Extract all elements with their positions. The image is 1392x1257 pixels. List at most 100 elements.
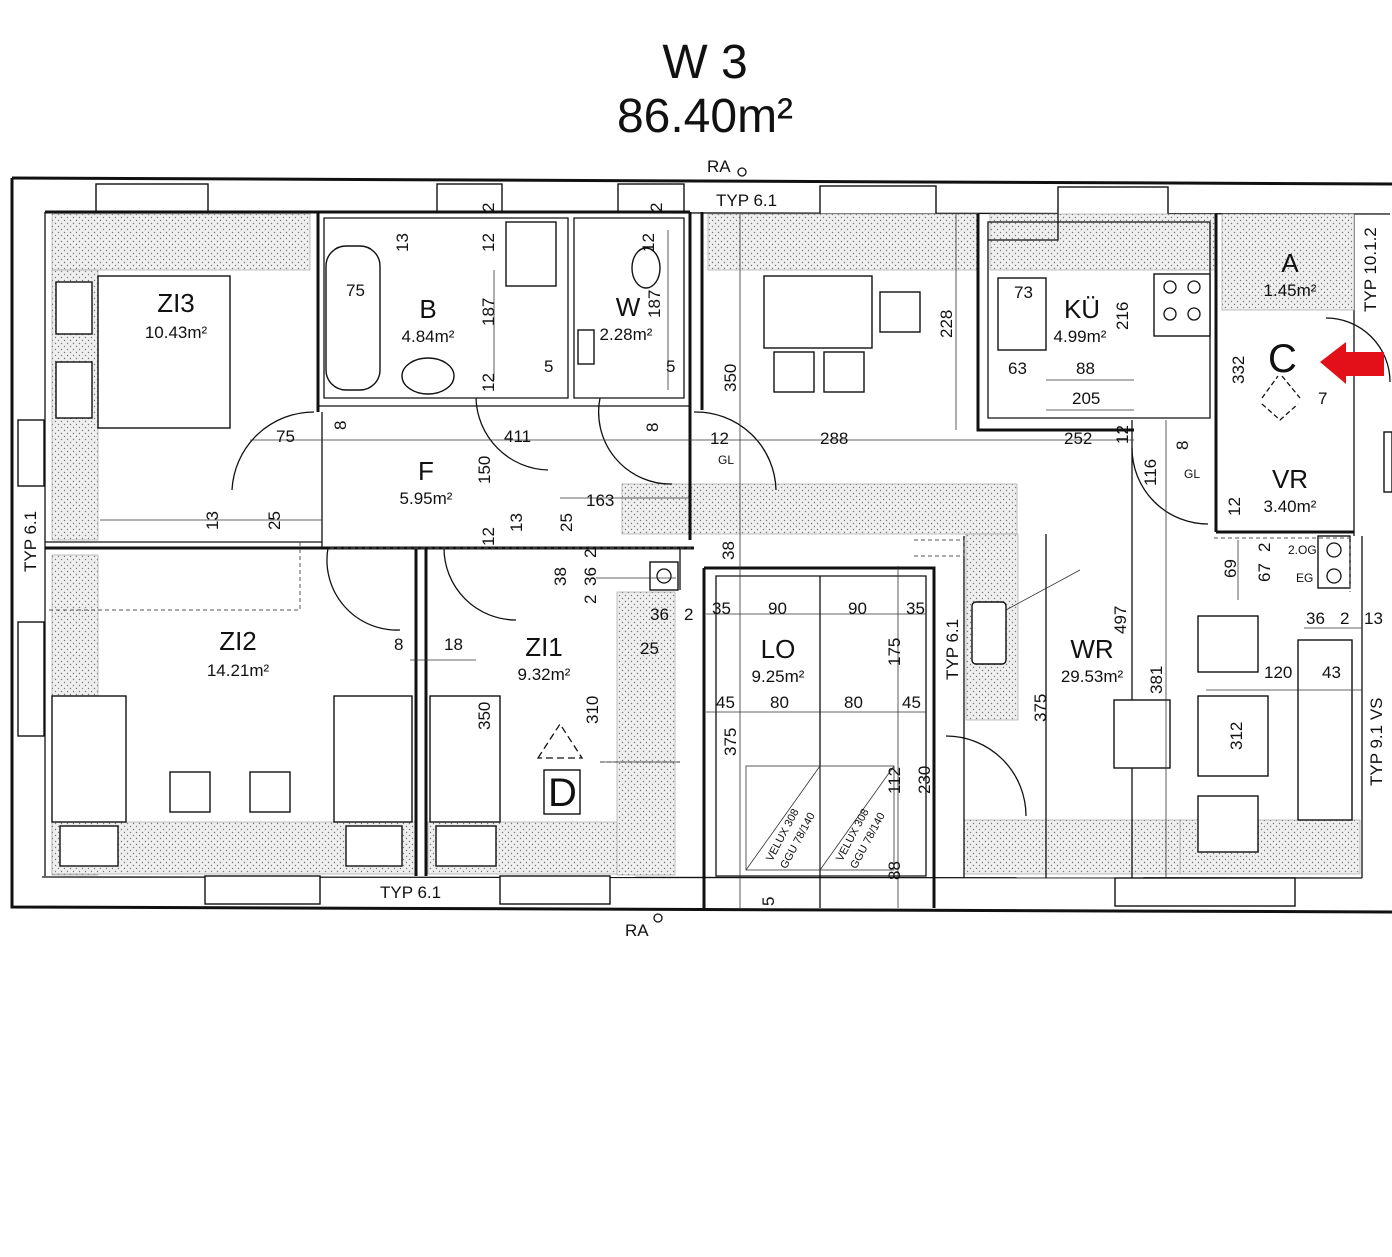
kitchen-sink — [997, 277, 1047, 351]
dim-label: 150 — [475, 456, 494, 484]
toilet-w — [631, 247, 661, 289]
room-f-area: 5.95m² — [400, 489, 453, 508]
bed-zi2-left — [51, 695, 127, 823]
dim-label: 36 — [581, 567, 600, 586]
dim-label: 36 — [650, 605, 669, 624]
room-f-code: F — [418, 456, 434, 486]
dim-label: 35 — [712, 599, 731, 618]
skylights: VELUX 308 GGU 78/140 VELUX 308 GGU 78/14… — [745, 765, 895, 871]
dim-label: 375 — [1031, 694, 1050, 722]
room-w-code: W — [616, 292, 641, 322]
dim-label: 116 — [1141, 459, 1160, 486]
bed-zi3 — [97, 275, 231, 429]
dim-label: 175 — [885, 638, 904, 666]
cooktop — [1153, 273, 1211, 337]
ra-symbol-top — [737, 167, 747, 177]
chimney-flue — [649, 561, 679, 591]
dim-label: 228 — [937, 310, 956, 338]
dim-label: 13 — [393, 233, 412, 252]
dim-label: 5 — [666, 357, 675, 376]
gl-label-1: GL — [718, 453, 734, 467]
dim-label: 2 — [581, 549, 600, 558]
room-a-code: A — [1281, 248, 1299, 278]
dim-label: 38 — [551, 567, 570, 586]
dim-label: 2 — [684, 605, 693, 624]
dim-label: 497 — [1111, 606, 1130, 634]
unit-area: 86.40m² — [617, 90, 793, 143]
dim-label: 230 — [915, 766, 934, 794]
room-labels: ZI3 10.43m² B 4.84m² W 2.28m² KÜ 4.99m² … — [145, 248, 1317, 686]
bathtub — [325, 245, 381, 391]
dim-label: 312 — [1227, 722, 1246, 750]
room-zi1-area: 9.32m² — [518, 665, 571, 684]
room-vr-code: VR — [1272, 464, 1308, 494]
dim-label: 120 — [1264, 663, 1292, 682]
dim-label: 35 — [906, 599, 925, 618]
room-b-code: B — [419, 294, 436, 324]
dim-label: 69 — [1221, 559, 1240, 578]
room-b-area: 4.84m² — [402, 327, 455, 346]
dim-label: 2 — [647, 203, 666, 212]
dim-label: 350 — [721, 364, 740, 392]
dim-label: 25 — [265, 511, 284, 530]
dim-label: 36 — [1306, 609, 1325, 628]
dim-label: 80 — [844, 693, 863, 712]
sofa — [1297, 639, 1353, 821]
doors — [231, 317, 1391, 817]
dim-label: 2 — [479, 203, 498, 212]
dim-label: 216 — [1113, 302, 1132, 330]
dim-label: 12 — [479, 527, 498, 546]
dim-label: 13 — [1364, 609, 1383, 628]
dim-label: 411 — [504, 427, 531, 446]
room-zi2-code: ZI2 — [219, 626, 257, 656]
dimension-lines — [100, 214, 1362, 908]
dim-label: 163 — [586, 491, 614, 510]
dim-label: 112 — [885, 767, 904, 794]
ra-label-bottom: RA — [625, 921, 649, 940]
dim-label: 38 — [719, 541, 738, 560]
typ-bottom: TYP 6.1 — [380, 883, 441, 902]
dim-label: 8 — [643, 423, 662, 432]
dim-label: 75 — [276, 427, 295, 446]
dim-label: 375 — [721, 728, 740, 756]
unit-name: W 3 — [662, 36, 747, 89]
dim-label: 350 — [475, 702, 494, 730]
room-wr-code: WR — [1070, 634, 1113, 664]
dining-table — [763, 275, 873, 349]
marker-d-box — [543, 769, 581, 815]
room-ku-area: 4.99m² — [1054, 327, 1107, 346]
bed-zi2-right — [333, 695, 413, 823]
room-wr-area: 29.53m² — [1061, 667, 1124, 686]
dimension-labels: 13 12 2 75 187 5 12 2 12 187 5 73 216 63… — [203, 203, 1383, 906]
dim-label: 12 — [1113, 425, 1132, 444]
dim-label: 8 — [1173, 441, 1192, 450]
dim-label: 73 — [1014, 283, 1033, 302]
typ-lo: TYP 6.1 — [943, 619, 962, 680]
dim-label: 12 — [639, 233, 658, 252]
room-lo-area: 9.25m² — [752, 667, 805, 686]
chimney-wr — [1317, 535, 1351, 589]
room-lo-code: LO — [761, 634, 796, 664]
sink-w — [577, 329, 595, 365]
room-zi3-area: 10.43m² — [145, 323, 208, 342]
room-zi2-area: 14.21m² — [207, 661, 270, 680]
typ-right-mid: TYP 9.1 VS — [1367, 697, 1386, 786]
eg-label: EG — [1296, 571, 1313, 585]
dim-label: 88 — [885, 861, 904, 880]
dim-label: 25 — [557, 513, 576, 532]
ra-symbol-bottom — [653, 913, 663, 923]
dim-label: 187 — [479, 298, 498, 326]
dim-label: 332 — [1229, 356, 1248, 384]
room-w-area: 2.28m² — [600, 325, 653, 344]
og-label: 2.OG — [1288, 543, 1317, 557]
dim-label: 5 — [544, 357, 553, 376]
dim-label: 88 — [1076, 359, 1095, 378]
shower — [505, 221, 557, 287]
dim-label: 12 — [1225, 497, 1244, 516]
dim-label: 288 — [820, 429, 848, 448]
view-markers: C D — [536, 337, 1384, 815]
washbasin-b — [401, 357, 455, 395]
dim-label: 25 — [640, 639, 659, 658]
room-zi1-code: ZI1 — [525, 632, 563, 662]
